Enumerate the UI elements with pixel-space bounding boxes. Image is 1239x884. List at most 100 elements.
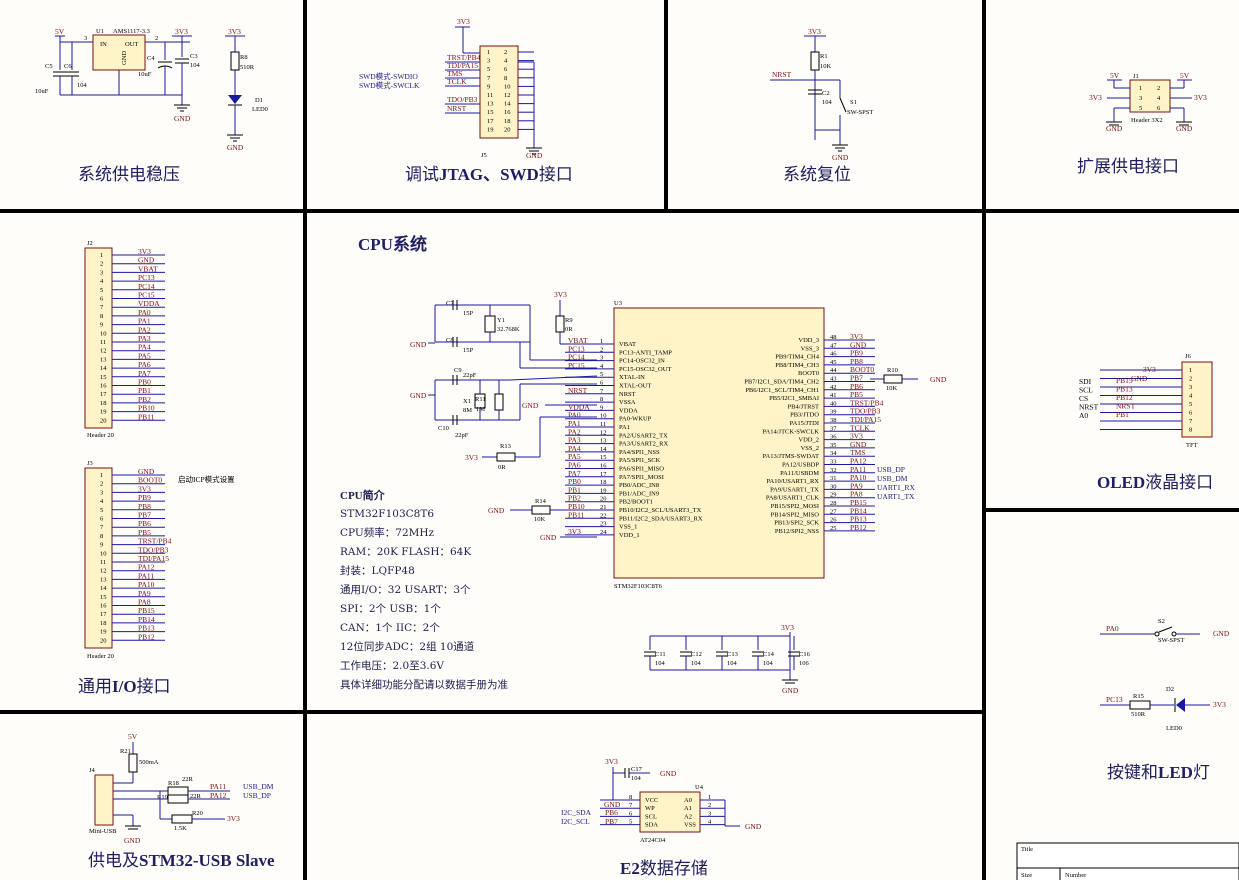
label: 按键和 (1107, 763, 1158, 782)
mcu-pin-net: PA6 (568, 461, 581, 470)
label: 104 (631, 775, 642, 782)
eeprom-pin-number: 8 (629, 794, 632, 801)
label: 3V3 (781, 623, 794, 632)
label: E2 (620, 859, 640, 878)
mcu-pin-number: 5 (600, 371, 603, 378)
pin-number: 14 (100, 585, 107, 592)
pin-net-label: TDI/PA15 (138, 554, 169, 563)
label: C17 (631, 766, 643, 773)
label: J3 (87, 460, 93, 467)
label: TFT (1186, 442, 1198, 449)
mcu-pin-name: PA6/SPI1_MISO (619, 466, 664, 473)
pin-net-label: PB13 (138, 624, 155, 633)
title-power-reg: 系统供电稳压 (78, 165, 180, 184)
mcu-pin-number: 32 (830, 467, 837, 474)
label: STM32-USB Slave (139, 851, 275, 870)
label: AMS1117-3.3 (113, 28, 150, 35)
cap-value: 104 (763, 660, 774, 667)
mcu-pin-name: PA1 (619, 424, 630, 431)
mcu-pin-name: PA11/USBDM (780, 470, 819, 477)
mcu-pin-number: 45 (830, 359, 837, 366)
label: STM32F103C8T6 (614, 583, 663, 590)
mcu-pin-net: GND (850, 440, 867, 449)
mcu-pin-name: PA0-WKUP (619, 416, 652, 423)
label: 10K (534, 516, 546, 523)
mcu-pin-name: PA10/USART1_RX (767, 478, 820, 485)
mcu-pin-name: XTAL-OUT (619, 383, 651, 390)
mcu-pin-net: PB11 (568, 510, 585, 519)
label: 32.768K (497, 326, 520, 333)
mcu-pin-number: 18 (600, 479, 607, 486)
mcu-pin-net: PA2 (568, 427, 581, 436)
label: 5 (1139, 105, 1142, 112)
mcu-pin-net: TCLK (850, 423, 870, 432)
label: 1.5K (174, 825, 187, 832)
label: LED0 (252, 106, 268, 113)
mcu-pin-number: 41 (830, 392, 837, 399)
mcu-pin-net: PA9 (850, 481, 863, 490)
oled-signal: SCL (1079, 386, 1093, 395)
mcu-pin-net: VBAT (568, 336, 588, 345)
pin-number: 4 (100, 278, 104, 285)
mcu-pin-name: PB2/BOOT1 (619, 499, 653, 506)
label: 3V3 (227, 814, 240, 823)
label: AT24C04 (640, 837, 666, 844)
mcu-pin-name: PB0/ADC_IN8 (619, 482, 659, 489)
label: I2C_SCL (561, 817, 590, 826)
label: C10 (438, 425, 449, 432)
mcu-pin-number: 31 (830, 475, 837, 482)
mcu-pin-name: VDD_2 (798, 437, 819, 444)
label: R10 (887, 367, 898, 374)
mcu-pin-name: PA14/JTCK-SWCLK (763, 428, 820, 435)
label: GND (124, 836, 141, 845)
mcu-pin-number: 47 (830, 342, 837, 349)
mcu-pin-number: 30 (830, 483, 837, 490)
label: GND (1213, 629, 1230, 638)
pin-number: 12 (100, 348, 107, 355)
mcu-pin-name: VDD_3 (798, 337, 819, 344)
label: GND (1176, 124, 1193, 133)
mcu-pin-name: PB6/I2C1_SCL/TIM4_CH1 (745, 387, 819, 394)
pin-number: 2 (100, 261, 103, 268)
label: R21 (120, 748, 131, 755)
label: 接口 (539, 165, 573, 184)
pin-number: 18 (100, 400, 107, 407)
pin-number: 9 (100, 322, 103, 329)
pin-number: 20 (100, 417, 107, 424)
mcu-pin-name: PB9/TIM4_CH4 (775, 354, 819, 361)
label: GND (526, 151, 543, 160)
label: IN (100, 41, 107, 48)
label: C5 (45, 63, 53, 70)
pin-number: 6 (100, 516, 104, 523)
label: USB_DM (243, 782, 274, 791)
cap-value: 104 (727, 660, 738, 667)
label: PA11 (210, 782, 226, 791)
label: 10K (886, 385, 898, 392)
mcu-pin-net: PB1 (568, 485, 581, 494)
mcu-pin-number: 11 (600, 421, 606, 428)
mcu-pin-number: 24 (600, 529, 607, 536)
pin-net-label: TDO/PB3 (138, 545, 169, 554)
mcu-pin-number: 44 (830, 367, 837, 374)
label: PB6 (605, 808, 618, 817)
label: PB7 (605, 817, 618, 826)
label: NRST (772, 70, 792, 79)
label: J4 (89, 767, 96, 774)
label: 3 (84, 35, 87, 42)
label: R20 (192, 810, 203, 817)
mcu-pin-number: 38 (830, 417, 837, 424)
label: GND (832, 153, 849, 162)
mcu-pin-name: PA9/USART1_TX (770, 486, 819, 493)
mcu-pin-net: PB13 (850, 515, 867, 524)
mcu-pin-name: XTAL-IN (619, 374, 645, 381)
label: X1 (463, 398, 471, 405)
jtag-pin-number: 14 (504, 101, 511, 108)
label: R8 (240, 54, 248, 61)
mcu-pin-name: PB12/SPI2_NSS (775, 528, 819, 535)
mcu-pin-net: PB8 (850, 357, 863, 366)
mcu-pin-name: VSS_3 (801, 345, 819, 352)
pin-net-label: PB2 (138, 395, 151, 404)
pin-number: 20 (100, 637, 107, 644)
label: SWD模式-SWCLK (359, 80, 420, 90)
